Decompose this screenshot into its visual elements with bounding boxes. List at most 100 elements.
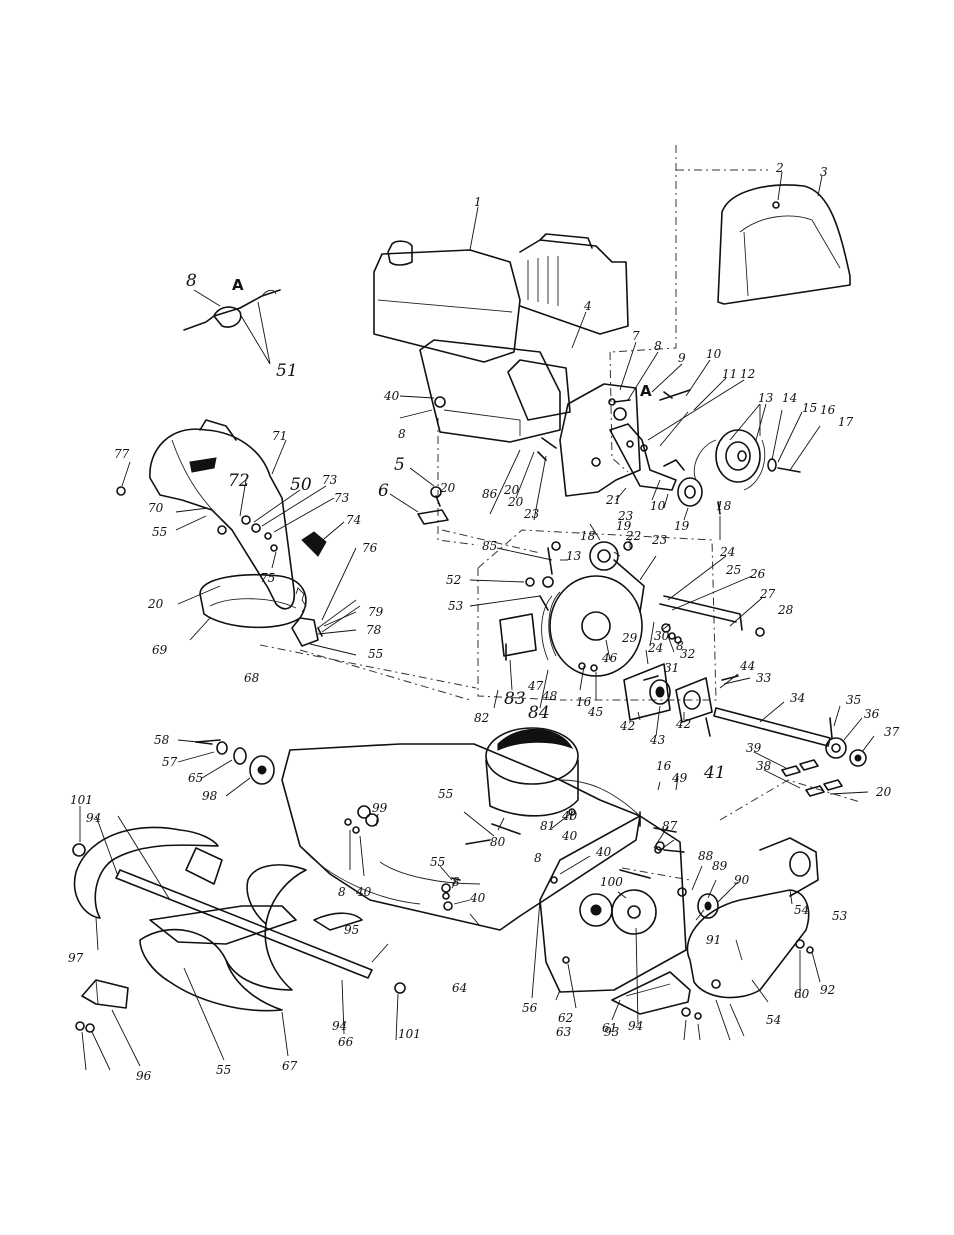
callout-33: 33	[756, 671, 772, 685]
callout-16-lower: 16	[656, 759, 672, 773]
callout-20-engine-b: 20	[439, 481, 456, 495]
callout-88: 88	[698, 849, 714, 863]
idler-sprocket	[611, 889, 719, 935]
callout-43: 43	[649, 733, 666, 747]
callout-78: 78	[366, 623, 382, 637]
callout-71: 71	[272, 429, 287, 443]
callout-55-crank: 55	[368, 647, 383, 661]
callout-12: 12	[740, 367, 755, 381]
callout-82: 82	[474, 711, 489, 725]
callout-52: 52	[446, 573, 461, 587]
skid-shoe	[611, 971, 691, 1015]
mounting-plate	[559, 383, 677, 497]
callout-7: 7	[632, 329, 640, 343]
callout-8-detail: 8	[186, 271, 197, 291]
callout-10-top: 10	[706, 347, 722, 361]
callout-27: 27	[759, 587, 776, 601]
callout-20-engine: 20	[507, 495, 524, 509]
callout-41: 41	[703, 763, 726, 783]
drive-shaft	[713, 707, 867, 767]
callout-101-left: 101	[70, 793, 93, 807]
auger-bearing	[195, 741, 275, 785]
callout-17: 17	[838, 415, 854, 429]
callout-83: 83	[504, 689, 526, 709]
callout-9: 9	[678, 351, 686, 365]
callout-23-mount: 23	[523, 507, 540, 521]
callout-72: 72	[228, 471, 250, 491]
bearing-flanges	[623, 663, 713, 723]
callout-37: 37	[884, 725, 900, 739]
leader-lines	[79, 171, 875, 1071]
callout-32: 32	[680, 647, 695, 661]
callout-6: 6	[378, 481, 389, 501]
callout-93: 93	[604, 1025, 620, 1039]
chain-case	[686, 837, 819, 999]
callout-8-drive: 8	[676, 639, 684, 653]
callout-20-chute: 20	[147, 597, 164, 611]
callout-1: 1	[474, 195, 482, 209]
callout-55-bolt: 55	[430, 855, 445, 869]
assembly-guide-lines	[259, 145, 861, 881]
callout-94-left: 94	[86, 811, 101, 825]
discharge-chute	[149, 419, 296, 610]
callout-70: 70	[148, 501, 164, 515]
callout-97: 97	[68, 951, 84, 965]
callout-11: 11	[722, 367, 737, 381]
callout-96: 96	[136, 1069, 152, 1083]
callout-15: 15	[802, 401, 817, 415]
callout-38: 38	[756, 759, 772, 773]
callout-48: 48	[541, 689, 558, 703]
callout-20-engine-c: 20	[503, 483, 520, 497]
hardware	[72, 389, 833, 1033]
auger-housing	[281, 743, 641, 931]
callout-87: 87	[662, 819, 678, 833]
callout-89: 89	[712, 859, 728, 873]
callout-79: 79	[368, 605, 384, 619]
callout-23-plate: 23	[617, 509, 634, 523]
callout-84: 84	[528, 703, 550, 723]
callout-42-right: 42	[675, 717, 691, 731]
callout-61: 61	[602, 1021, 617, 1035]
callout-95: 95	[344, 923, 359, 937]
callout-8-bolt: 8	[452, 875, 460, 889]
callout-50: 50	[290, 475, 312, 495]
callout-20-sprocket: 20	[875, 785, 892, 799]
chute-crank-bracket	[291, 599, 361, 647]
callout-8-engine: 8	[398, 427, 406, 441]
callout-40-housing: 40	[355, 885, 372, 899]
chute-knob	[301, 531, 327, 557]
callout-40-bolt: 40	[469, 891, 486, 905]
callout-8-top: 8	[654, 339, 662, 353]
callout-86: 86	[482, 487, 498, 501]
callout-3: 3	[820, 165, 828, 179]
callout-55-chute: 55	[152, 525, 167, 539]
callout-54-lower: 54	[766, 1013, 781, 1027]
callout-14: 14	[782, 391, 797, 405]
callout-49: 49	[671, 771, 688, 785]
callout-35: 35	[846, 693, 861, 707]
callout-16-right: 16	[820, 403, 836, 417]
callout-19-mid: 19	[616, 519, 632, 533]
callout-94-right: 94	[628, 1019, 643, 1033]
callout-63: 63	[556, 1025, 572, 1039]
callout-28: 28	[777, 603, 794, 617]
chute-ring-gear	[199, 574, 307, 629]
callout-100: 100	[600, 875, 623, 889]
callout-58: 58	[154, 733, 170, 747]
callout-54-upper: 54	[794, 903, 809, 917]
callout-81: 81	[540, 819, 555, 833]
callout-21: 21	[605, 493, 621, 507]
callout-60: 60	[794, 987, 810, 1001]
callout-98: 98	[202, 789, 218, 803]
callout-56: 56	[522, 1001, 538, 1015]
callout-8-housing: 8	[338, 885, 346, 899]
callout-51: 51	[276, 361, 298, 381]
callout-55-housing: 55	[438, 787, 453, 801]
detail-marker-a: A	[232, 276, 244, 294]
callout-30: 30	[654, 629, 670, 643]
callout-22: 22	[625, 529, 641, 543]
callout-53: 53	[448, 599, 464, 613]
callout-40-engine: 40	[383, 389, 400, 403]
callout-29: 29	[621, 631, 638, 645]
